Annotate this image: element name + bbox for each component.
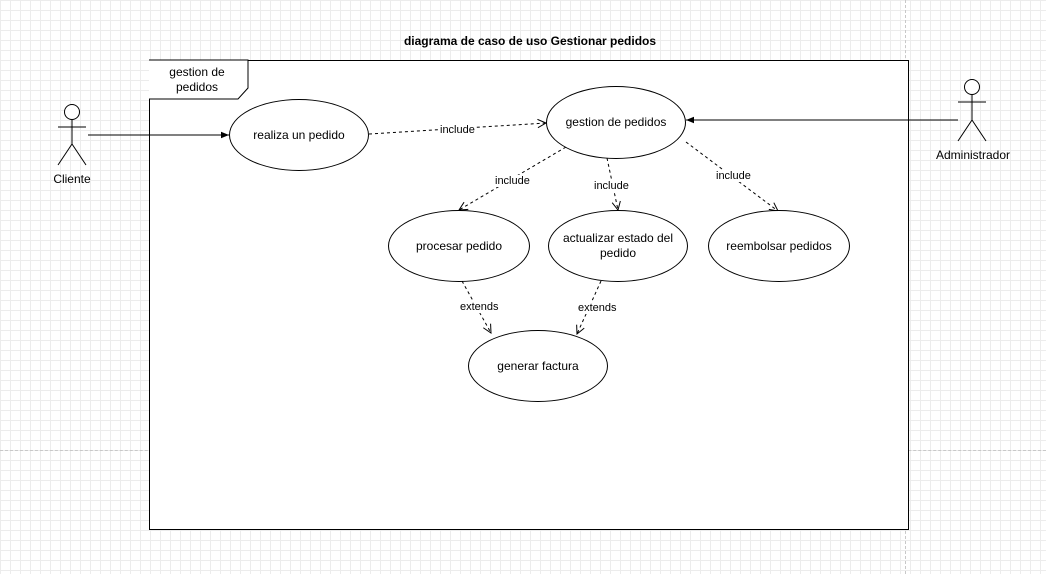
frame-label: gestion de pedidos	[149, 60, 248, 99]
usecase-realiza-pedido[interactable]: realiza un pedido	[229, 99, 369, 171]
actor-cliente-label: Cliente	[53, 172, 91, 186]
diagram-title: diagrama de caso de uso Gestionar pedido…	[403, 34, 657, 48]
usecase-procesar-pedido[interactable]: procesar pedido	[388, 210, 530, 282]
usecase-reembolsar-pedidos[interactable]: reembolsar pedidos	[708, 210, 850, 282]
edge-label-extends-procesar-factura: extends	[459, 301, 500, 313]
edge-label-include-gestion-reembolsar: include	[715, 170, 752, 182]
frame-label-text: gestion de pedidos	[169, 65, 225, 94]
include-gestion-reembolsar-edge[interactable]	[685, 141, 778, 211]
extends-actualizar-factura-edge[interactable]	[577, 280, 602, 334]
edge-label-include-gestion-actualizar: include	[593, 180, 630, 192]
usecase-generar-factura[interactable]: generar factura	[468, 330, 608, 402]
extends-procesar-factura-edge[interactable]	[461, 280, 491, 333]
usecase-actualizar-estado[interactable]: actualizar estado del pedido	[548, 210, 688, 282]
actor-administrador-figure[interactable]	[957, 79, 987, 142]
edge-label-include-gestion-procesar: include	[494, 175, 531, 187]
edge-label-extends-actualizar-factura: extends	[577, 302, 618, 314]
frame-label-tab	[149, 59, 249, 100]
actor-administrador-label: Administrador	[935, 148, 1011, 162]
actor-cliente-figure[interactable]	[57, 104, 87, 166]
usecase-gestion-pedidos[interactable]: gestion de pedidos	[546, 86, 686, 159]
edge-label-include-realiza-gestion: include	[439, 124, 476, 136]
